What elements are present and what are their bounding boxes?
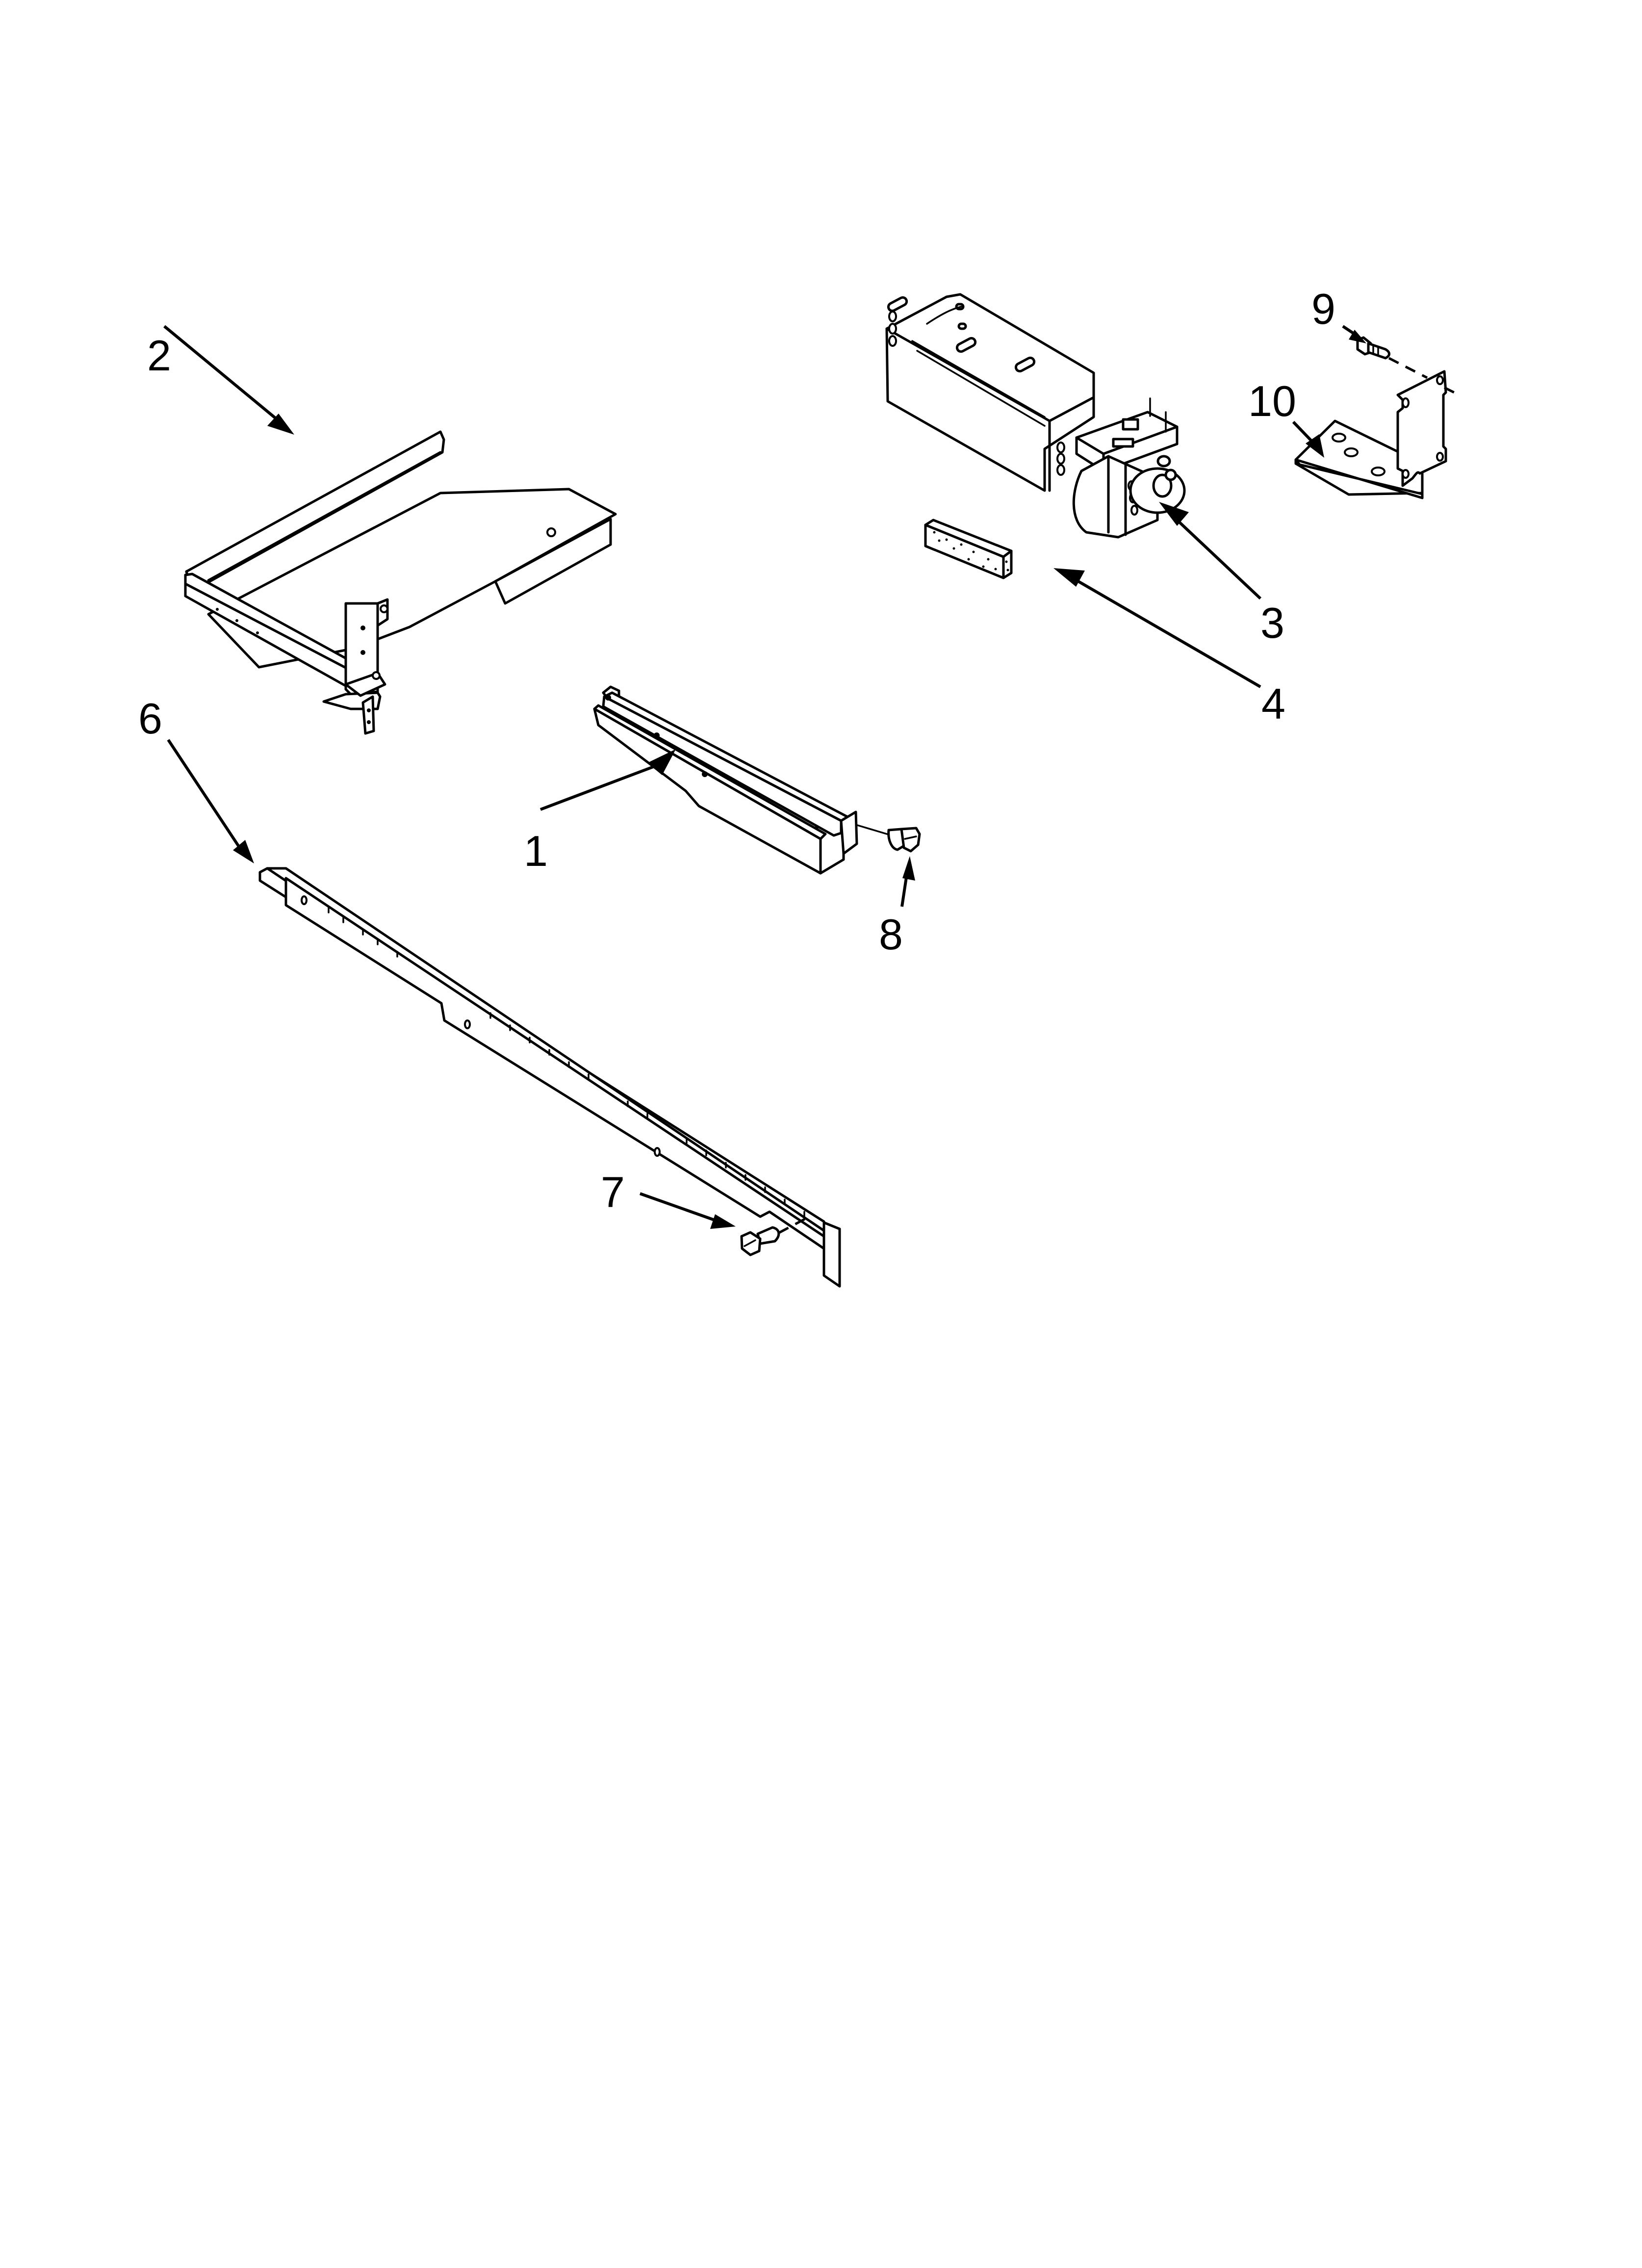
callout-4[interactable]: 4 <box>1053 568 1285 728</box>
callout-7[interactable]: 7 <box>601 1168 736 1229</box>
callout-label-2: 2 <box>147 331 171 380</box>
part-2-shelf-panel[interactable] <box>184 430 617 735</box>
part-9-screw[interactable] <box>856 824 921 853</box>
arrow-head-icon <box>1306 434 1324 458</box>
callout-3[interactable]: 3 <box>1159 502 1284 647</box>
callout-label-10: 10 <box>1248 377 1296 425</box>
part-4-insulation-block[interactable] <box>924 519 1013 579</box>
part-6-long-rail[interactable] <box>258 867 841 1288</box>
callout-label-3: 3 <box>1260 599 1284 647</box>
callout-10[interactable]: 10 <box>1248 377 1324 458</box>
callout-label-6: 6 <box>138 694 162 743</box>
part-8-screw[interactable] <box>1356 336 1455 394</box>
arrow-head-icon <box>233 840 254 863</box>
arrow-head-icon <box>710 1214 736 1229</box>
arrow-head-icon <box>1159 502 1189 526</box>
callout-label-4: 4 <box>1261 679 1285 728</box>
part-1-mounting-channel[interactable] <box>593 685 858 875</box>
callout-1[interactable]: 1 <box>524 749 676 875</box>
arrow-head-icon <box>647 749 676 775</box>
arrow-head-icon <box>1349 330 1366 343</box>
arrow-head-icon <box>1053 568 1085 587</box>
arrow-head-icon <box>267 414 294 435</box>
arrow-head-icon <box>902 856 915 881</box>
callout-8[interactable]: 9 <box>1311 285 1366 343</box>
callout-label-1: 1 <box>524 827 548 875</box>
callout-label-8: 9 <box>1311 285 1335 333</box>
callout-9[interactable]: 8 <box>879 856 915 959</box>
part-7-screw[interactable] <box>740 1215 810 1256</box>
callout-6[interactable]: 6 <box>138 694 254 863</box>
callout-2[interactable]: 2 <box>147 325 294 435</box>
callout-label-9: 8 <box>879 910 903 959</box>
part-3-gas-valve-assembly[interactable] <box>885 293 1186 539</box>
part-10-l-bracket[interactable] <box>1294 370 1447 499</box>
callout-label-7: 7 <box>601 1168 625 1216</box>
